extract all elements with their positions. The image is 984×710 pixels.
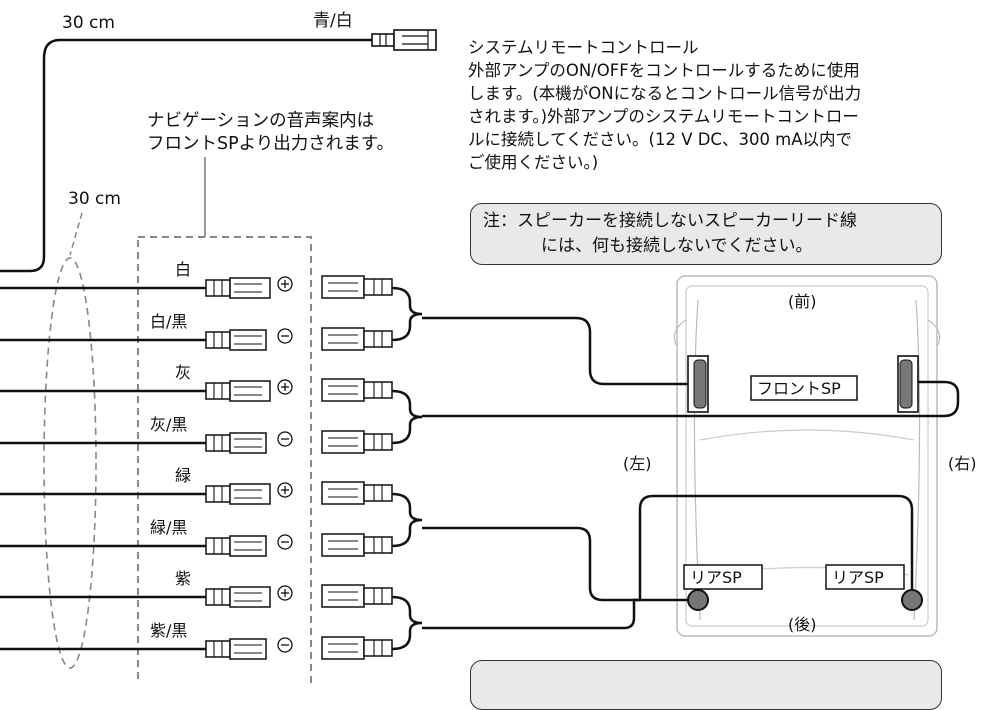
remote-title: システムリモートコントロール: [468, 38, 699, 57]
speaker-side-connector: [321, 430, 393, 454]
plus-terminal-connector: [205, 483, 271, 505]
rear-sp-right-label: リアSP: [832, 568, 884, 587]
front-right-cable: [422, 380, 960, 418]
plus-icon: [277, 276, 293, 292]
plus-icon: [277, 585, 293, 601]
plus-icon: [277, 482, 293, 498]
minus-icon: [277, 431, 293, 447]
speaker-side-connector: [321, 636, 393, 660]
front-label: (前): [788, 292, 817, 311]
speaker-side-connector: [321, 327, 393, 351]
wire-color-label: 白/黒: [150, 312, 188, 331]
speaker-side-connector: [321, 584, 393, 608]
note-box: 注：スピーカーを接続しないスピーカーリード線 には、何も接続しないでください。: [470, 203, 942, 265]
plus-terminal-connector: [205, 586, 271, 608]
pair-join-cable: [391, 286, 423, 342]
remote-connector: [371, 29, 437, 51]
remote-desc-line2: します。(本機がONになるとコントロール信号が出力: [468, 84, 862, 103]
minus-terminal-connector: [205, 535, 267, 557]
right-label: (右): [948, 454, 977, 473]
front-left-cable: [422, 316, 688, 386]
nav-note-line1: ナビゲーションの音声案内は: [147, 111, 375, 131]
rear-right-speaker: [901, 589, 923, 611]
minus-icon: [277, 637, 293, 653]
plus-terminal-connector: [205, 380, 271, 402]
pair-join-cable: [391, 595, 423, 651]
front-left-speaker: [687, 355, 709, 413]
front-sp-label: フロントSP: [757, 379, 841, 398]
cable-length-left: 30 cm: [68, 189, 121, 209]
wire-color-label: 緑/黒: [150, 518, 188, 537]
front-sp-box: [750, 375, 858, 401]
minus-icon: [277, 328, 293, 344]
rear-sp-right-box: [825, 564, 905, 590]
pair-join-cable: [391, 389, 423, 445]
wire-color-label: 緑: [175, 466, 192, 485]
rear-label: (後): [788, 615, 817, 634]
minus-icon: [277, 534, 293, 550]
rear-sp-left-label: リアSP: [690, 568, 742, 587]
wiring-diagram: [0, 29, 960, 683]
remote-desc-line4: ルに接続してください。(12 V DC、300 mA以内で: [468, 130, 853, 149]
pair-join-cable: [391, 492, 423, 548]
left-label: (左): [623, 454, 652, 473]
remote-cable: [0, 38, 372, 273]
remote-desc-line1: 外部アンプのON/OFFをコントロールするために使用: [468, 61, 860, 80]
rear-left-speaker: [687, 589, 709, 611]
speaker-side-connector: [321, 533, 393, 557]
wire-color-label: 紫/黒: [150, 621, 188, 640]
remote-desc-line5: ご使用ください。): [468, 153, 599, 172]
minus-terminal-connector: [205, 329, 267, 351]
minus-terminal-connector: [205, 432, 267, 454]
wire-color-label: 灰: [175, 363, 192, 382]
cable-length-ellipse: [43, 257, 97, 669]
speaker-side-connector: [321, 275, 393, 299]
rear-left-cable: [422, 598, 696, 630]
bottom-note-box: [470, 660, 942, 710]
note-line1: 注：スピーカーを接続しないスピーカーリード線: [483, 211, 857, 231]
car-outline: [673, 275, 941, 637]
nav-note-line2: フロントSPより出力されます。: [147, 134, 395, 154]
front-right-speaker: [897, 355, 919, 413]
note-line2: には、何も接続しないでください。: [541, 236, 813, 256]
wire-color-label: 紫: [175, 569, 192, 588]
speaker-side-connector: [321, 481, 393, 505]
plus-icon: [277, 379, 293, 395]
wire-color-label: 灰/黒: [150, 415, 188, 434]
plus-terminal-connector: [205, 277, 271, 299]
remote-desc-line3: されます。)外部アンプのシステムリモートコントロー: [468, 107, 859, 126]
connector-box: [137, 236, 312, 683]
rear-sp-left-box: [683, 564, 763, 590]
minus-terminal-connector: [205, 638, 267, 660]
wire-color-label: 白: [175, 260, 192, 279]
remote-wire-color: 青/白: [313, 11, 353, 31]
cable-length-top: 30 cm: [62, 13, 115, 33]
ellipse-leader: [69, 212, 83, 256]
speaker-side-connector: [321, 378, 393, 402]
